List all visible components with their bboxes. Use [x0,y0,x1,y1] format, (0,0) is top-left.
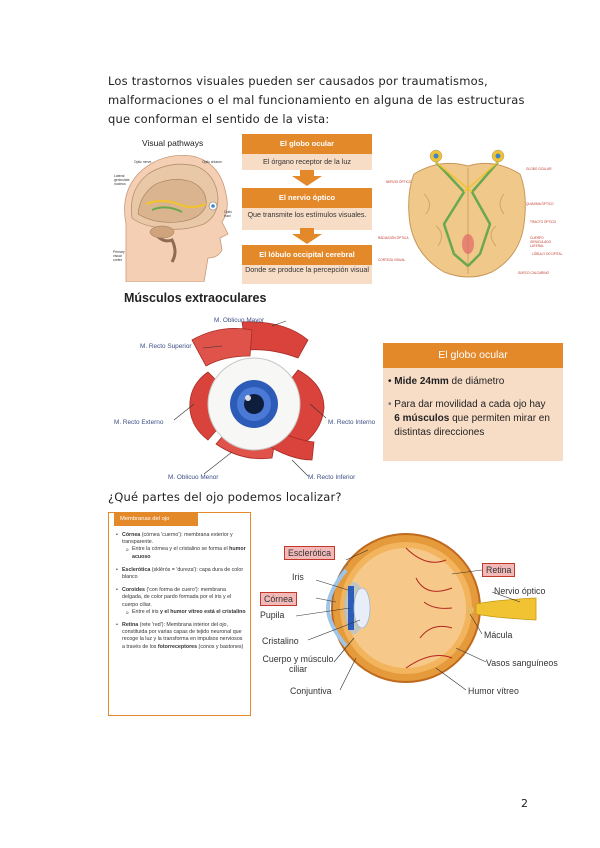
coroides-name: Coroides [122,587,145,593]
vp-label-optic-chiasm: Optic chiasm [202,160,222,164]
brain-label-tracto: TRACTO ÓPTICO [530,220,556,224]
cornea-sub: Entre la córnea y el cristalino se forma… [122,546,246,560]
flow-lobulo-title: El lóbulo occipital cerebral [242,245,372,265]
flow-arrow-down-icon [292,234,322,244]
brain-label-radiacion: RADIACIÓN ÓPTICA [378,236,408,240]
membrane-retina: Retina (rete 'red'): Membrana interior d… [116,622,246,651]
membranes-list: Córnea (córnea 'cuerno'): membrana exter… [116,532,246,657]
coroides-sub-pre: Entre el iris [132,609,160,615]
label-recto-externo: M. Recto Externo [114,419,163,426]
brain-label-geniculado: CUERPO GENICULADO LATERAL [530,236,564,248]
retina-post: (conos y bastones) [197,644,243,650]
vp-label-primary-visual-cortex: Primary visual cortex [113,250,129,262]
eye-label-esclerotica: Esclerótica [284,546,335,560]
flow-nervio-title: El nervio óptico [242,188,372,208]
esclerotica-name: Esclerótica [122,567,150,573]
label-oblicuo-menor: M. Oblicuo Menor [168,474,218,481]
label-recto-inferior: M. Recto Inferior [308,474,355,481]
label-recto-superior: M. Recto Superior [140,343,192,350]
flow-globo-desc: El órgano receptor de la luz [242,154,372,170]
eye-label-conjuntiva: Conjuntiva [290,686,332,696]
section-question: ¿Qué partes del ojo podemos localizar? [108,490,342,504]
eye-cross-section-figure: Esclerótica Iris Córnea Pupila Cristalin… [256,508,564,716]
eye-label-vasos: Vasos sanguíneos [486,658,558,668]
eye-label-iris: Iris [292,572,304,582]
vp-label-lgn: Lateral geniculate nucleus [114,174,134,186]
eye-label-cuerpo-ciliar: Cuerpo y músculo ciliar [260,654,336,674]
coroides-sub-strong: y el humor vítreo está el cristalino [160,609,246,615]
visual-pathways-title: Visual pathways [142,138,203,148]
cornea-sub-pre: Entre la córnea y el cristalino se forma… [132,546,229,552]
coroides-sub: Entre el iris y el humor vítreo está el … [122,609,246,616]
intro-paragraph: Los trastornos visuales pueden ser causa… [108,72,538,129]
brain-label-nervio: NERVIO ÓPTICO [386,180,411,184]
eye-label-cornea: Córnea [260,592,297,606]
eye-label-nervio-optico: Nervio óptico [494,586,545,596]
brain-label-surco: SURCO CALCARINO [518,271,549,275]
head-brain-illustration [112,134,234,282]
membrane-esclerotica: Esclerótica (sklērós = 'dureza'): capa d… [116,567,246,581]
globo-muscles-strong: 6 músculos [394,413,449,424]
label-recto-interno: M. Recto Interno [328,419,375,426]
membranes-title: Membranas del ojo [114,513,198,526]
globo-bullet-muscles: • Para dar movilidad a cada ojo hay 6 mú… [388,398,560,440]
brain-visual-pathway-figure: GLOBO OCULAR NERVIO ÓPTICO QUIASMA ÓPTIC… [374,134,564,282]
membrane-cornea: Córnea (córnea 'cuerno'): membrana exter… [116,532,246,561]
brain-label-occipital: LÓBULO OCCIPITAL [532,252,562,256]
globo-size-rest: de diámetro [449,376,505,387]
eye-label-macula: Mácula [484,630,512,640]
vp-label-optic-nerve: Optic nerve [134,160,151,164]
brain-label-corteza: CORTEZA VISUAL [378,258,405,262]
flow-nervio-desc: Que transmite los estímulos visuales. [242,208,372,230]
extraocular-muscles-figure: M. Oblicuo Mayor M. Recto Superior M. Re… [112,312,380,487]
flow-arrow-down-icon [292,176,322,186]
globo-size-strong: Mide 24mm [394,376,448,387]
membrane-coroides: Coroides ('con forma de cuero'): membran… [116,587,246,616]
brain-label-globo: GLOBO OCULAR [526,167,552,171]
retina-name: Retina [122,622,138,628]
flow-globo-title: El globo ocular [242,134,372,154]
retina-strong: fotorreceptores [158,644,197,650]
brain-label-quiasma: QUIASMA ÓPTICO [526,202,554,206]
globo-info-title: El globo ocular [383,343,563,368]
visual-pathways-figure: Optic nerve Optic chiasm Lateral genicul… [112,134,234,282]
globo-bullet-size: • Mide 24mm de diámetro [388,376,560,387]
eye-label-cristalino: Cristalino [262,636,299,646]
globo-muscles-pre: Para dar movilidad a cada ojo hay [394,399,545,410]
label-oblicuo-mayor: M. Oblicuo Mayor [214,317,264,324]
muscles-title: Músculos extraoculares [124,291,266,305]
cornea-name: Córnea [122,532,140,538]
eye-label-humor-vitreo: Humor vítreo [468,686,519,696]
flow-lobulo-desc: Donde se produce la percepción visual [242,265,372,284]
eye-label-retina: Retina [482,563,515,577]
page-number: 2 [521,797,528,810]
eye-label-pupila: Pupila [260,610,284,620]
vp-label-optic-tract: Optic tract [224,210,234,218]
